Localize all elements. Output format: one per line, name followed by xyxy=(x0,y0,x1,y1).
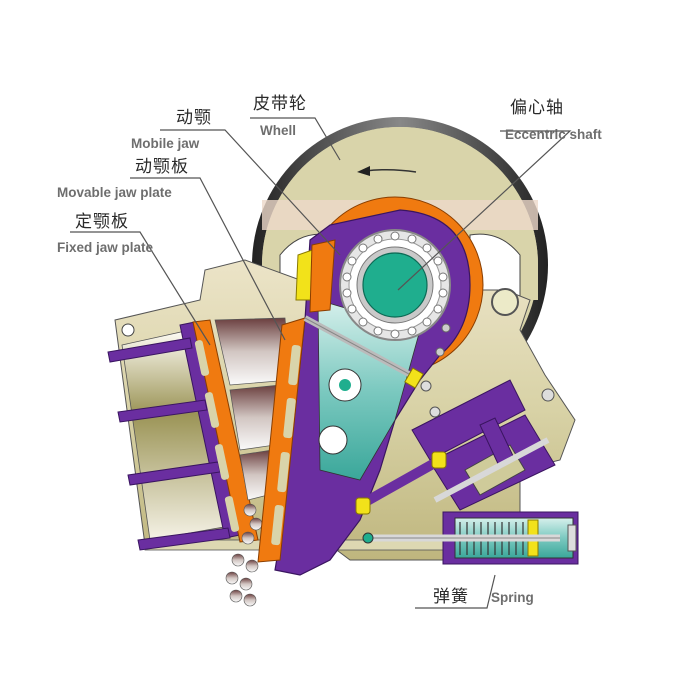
leader-fixed-jaw-plate xyxy=(70,231,211,346)
tie-rod xyxy=(303,315,432,392)
label-mobile-jaw-cn: 动颚 xyxy=(176,108,212,128)
leader-mobile-jaw xyxy=(160,129,341,256)
fixed-jaw xyxy=(107,321,241,551)
movable-jaw-plate xyxy=(257,239,336,563)
label-wheel-en: Whell xyxy=(260,123,296,138)
label-wheel-cn: 皮带轮 xyxy=(253,94,307,114)
label-fixed-jaw-plate-cn: 定颚板 xyxy=(75,212,129,232)
label-movable-jaw-plate-en: Movable jaw plate xyxy=(57,185,172,200)
fixed-jaw-plate xyxy=(192,319,259,543)
spring-assembly xyxy=(362,511,579,565)
label-eccentric-shaft-en: Eccentric shaft xyxy=(505,127,602,142)
label-mobile-jaw-en: Mobile jaw xyxy=(131,136,200,151)
crushed-material xyxy=(214,317,291,607)
label-spring-cn: 弹簧 xyxy=(433,587,469,607)
leader-eccentric-shaft xyxy=(397,130,572,291)
leader-wheel xyxy=(250,117,341,161)
label-spring-en: Spring xyxy=(491,590,534,605)
label-fixed-jaw-plate-en: Fixed jaw plate xyxy=(57,240,154,255)
leader-spring xyxy=(415,574,496,609)
toggle-assembly xyxy=(355,379,556,515)
leader-lines xyxy=(70,117,572,609)
leader-movable-jaw-plate xyxy=(130,177,286,341)
label-eccentric-shaft-cn: 偏心轴 xyxy=(510,98,564,118)
label-movable-jaw-plate-cn: 动颚板 xyxy=(135,157,189,177)
